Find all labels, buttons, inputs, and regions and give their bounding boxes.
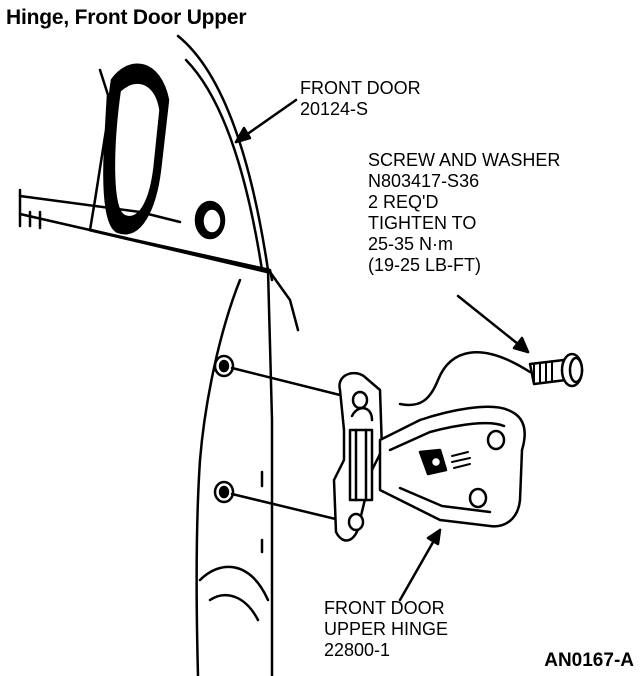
callout-screw-line1: SCREW AND WASHER: [368, 150, 561, 170]
screw-and-washer: [528, 352, 584, 388]
callout-screw: SCREW AND WASHER N803417-S36 2 REQ'D TIG…: [368, 150, 560, 276]
figure-id: AN0167-A: [544, 650, 634, 671]
callout-front-door: FRONT DOOR 20124-S: [300, 78, 421, 120]
callout-hinge-line2: UPPER HINGE: [324, 619, 449, 639]
door-pillar-curve: [176, 34, 274, 676]
callout-hinge: FRONT DOOR UPPER HINGE 22800-1: [324, 598, 448, 661]
callout-front-door-line1: FRONT DOOR: [300, 78, 421, 98]
callout-front-door-line2: 20124-S: [300, 99, 369, 119]
callout-screw-line6: (19-25 LB-FT): [368, 255, 482, 275]
hinge-pin-barrel: [348, 428, 374, 502]
callout-screw-line5: 25-35 N·m: [368, 234, 454, 254]
callout-screw-line2: N803417-S36: [368, 171, 480, 191]
diagram-title: Hinge, Front Door Upper: [6, 6, 247, 29]
callout-screw-line3: 2 REQ'D: [368, 192, 439, 212]
callout-hinge-line1: FRONT DOOR: [324, 598, 445, 618]
callout-screw-line4: TIGHTEN TO: [368, 213, 477, 233]
callout-hinge-line3: 22800-1: [324, 640, 391, 660]
